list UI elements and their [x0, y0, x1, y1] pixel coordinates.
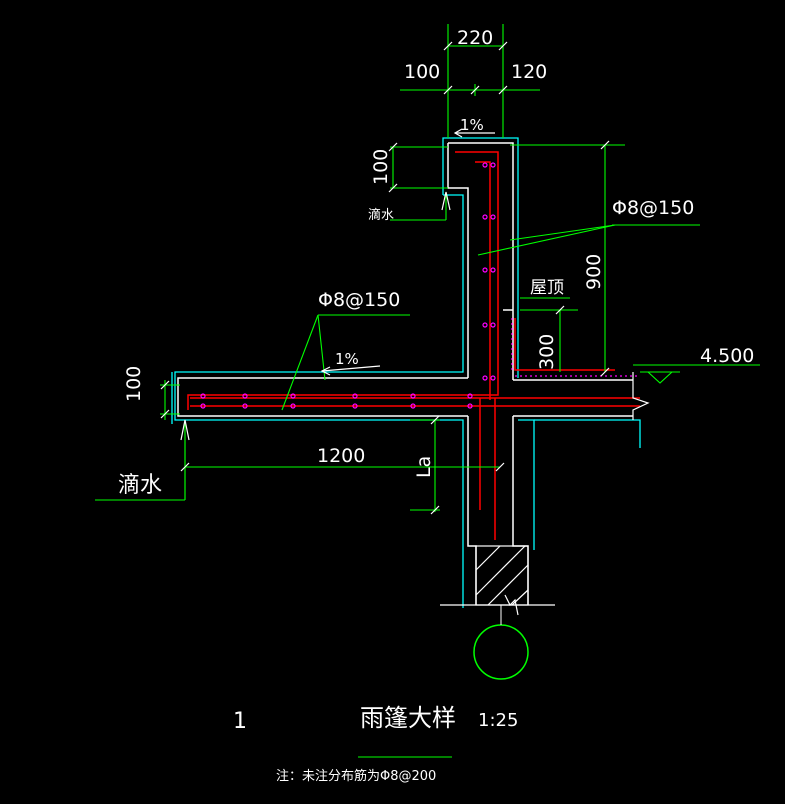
rebar-wall-label: Φ8@150	[612, 197, 694, 219]
rebar-lines	[187, 151, 640, 540]
dim-220: 220	[457, 27, 493, 49]
dim-900: 900	[583, 254, 605, 290]
break-line	[632, 372, 650, 420]
roof-label: 屋顶	[530, 278, 564, 298]
dim-la: La	[413, 456, 435, 478]
elevation-label: 4.500	[700, 345, 754, 367]
dimension-lines	[95, 24, 760, 758]
concrete-outline	[177, 142, 633, 605]
rebar-slab-label: Φ8@150	[318, 289, 400, 311]
slope-arrows	[180, 128, 495, 441]
dim-100-upstand: 100	[370, 149, 392, 185]
dim-1200: 1200	[317, 445, 365, 467]
dim-120: 120	[511, 61, 547, 83]
brick-wall	[440, 545, 555, 616]
dim-100-slab: 100	[123, 366, 145, 402]
dim-100-top: 100	[404, 61, 440, 83]
slope-top: 1%	[460, 116, 484, 134]
drip-label-small: 滴水	[368, 207, 394, 223]
slope-slab: 1%	[335, 350, 359, 368]
detail-number: 1	[233, 709, 247, 734]
detail-title: 雨篷大样	[360, 704, 456, 732]
finish-lines	[171, 137, 641, 608]
dimension-ticks	[160, 41, 610, 515]
dim-300: 300	[536, 334, 558, 370]
detail-scale: 1:25	[478, 710, 518, 731]
footnote: 注：未注分布筋为Φ8@200	[276, 768, 436, 784]
drip-label-large: 滴水	[118, 473, 162, 498]
rebar-dots	[200, 162, 640, 409]
axis-circle	[473, 624, 529, 680]
